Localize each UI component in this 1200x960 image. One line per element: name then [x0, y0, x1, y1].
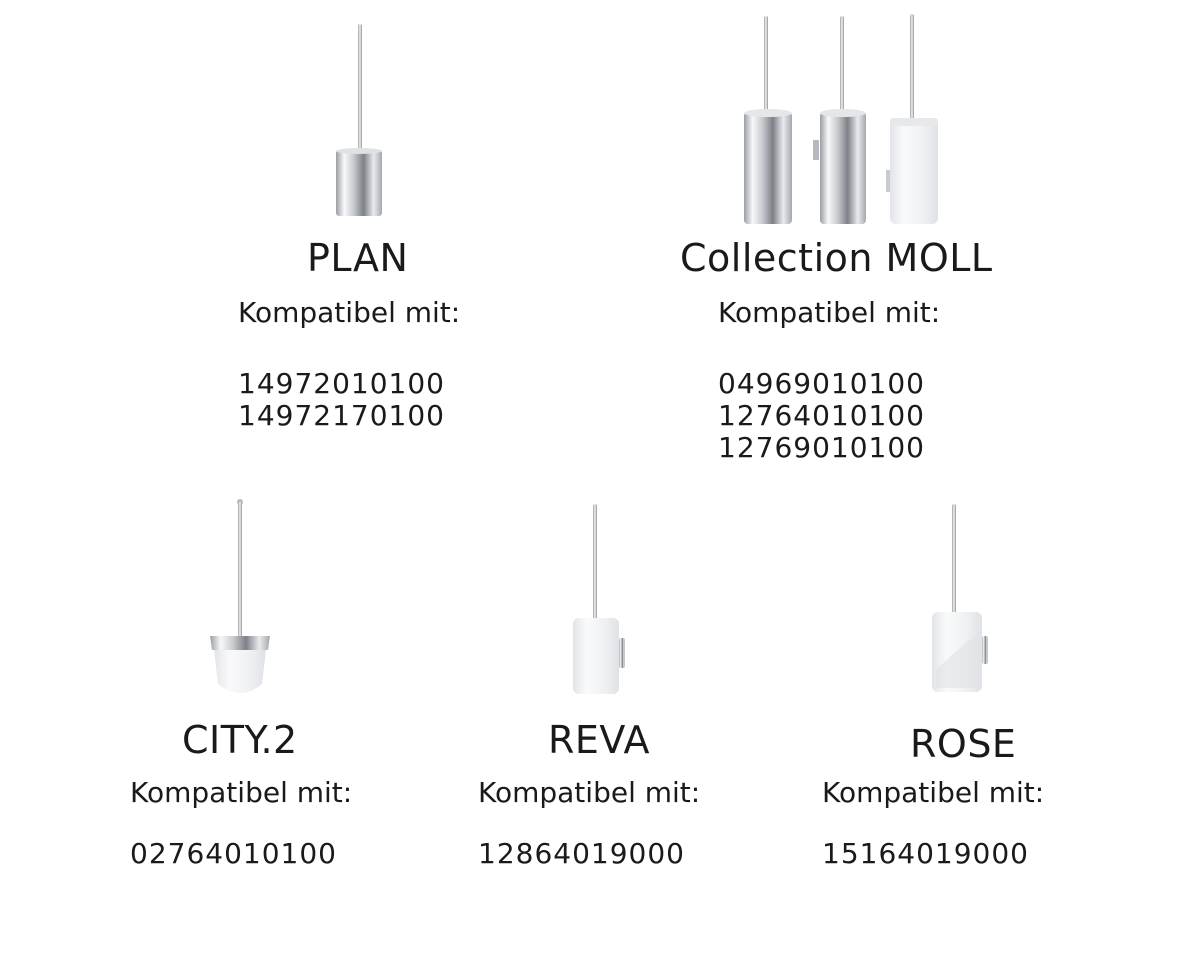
product-name: CITY.2: [182, 718, 298, 762]
wall-mounted-toilet-brush-icon: [210, 499, 270, 693]
frosted-toilet-brush-holder-icon: [573, 504, 625, 694]
compatible-label: Kompatibel mit:: [130, 776, 353, 809]
product-code: 02764010100: [130, 837, 337, 870]
frosted-toilet-brush-holder-icon: [932, 504, 988, 692]
product-code: 14972170100: [238, 399, 445, 432]
product-code: 15164019000: [822, 837, 1029, 870]
compatible-codes: 12864019000: [478, 838, 685, 870]
compatible-codes: 15164019000: [822, 838, 1029, 870]
product-code: 12764010100: [718, 399, 925, 432]
toilet-brush-set-icon: [744, 14, 938, 224]
compatible-label: Kompatibel mit:: [718, 296, 941, 329]
compatible-label: Kompatibel mit:: [238, 296, 461, 329]
product-name: REVA: [548, 718, 650, 762]
product-code: 04969010100: [718, 367, 925, 400]
product-name: PLAN: [307, 236, 409, 280]
product-code: 14972010100: [238, 367, 445, 400]
compatible-label: Kompatibel mit:: [822, 776, 1045, 809]
product-name: Collection MOLL: [680, 236, 993, 280]
compatible-codes: 04969010100 12764010100 12769010100: [718, 368, 925, 464]
product-code: 12769010100: [718, 431, 925, 464]
product-name: ROSE: [910, 722, 1017, 766]
chrome-toilet-brush-holder-icon: [336, 24, 382, 216]
compatible-codes: 02764010100: [130, 838, 337, 870]
compatible-label: Kompatibel mit:: [478, 776, 701, 809]
product-code: 12864019000: [478, 837, 685, 870]
compatible-codes: 14972010100 14972170100: [238, 368, 445, 432]
